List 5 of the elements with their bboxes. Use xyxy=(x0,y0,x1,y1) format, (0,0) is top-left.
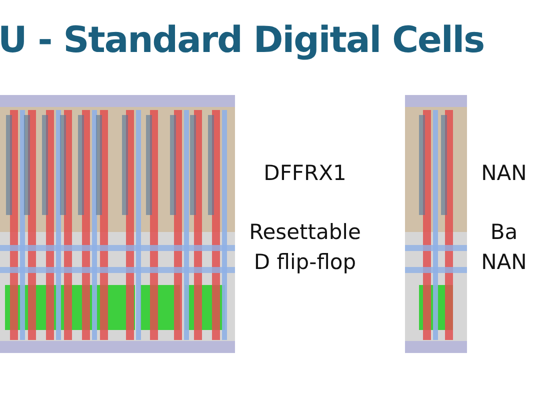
cell-name: NAN xyxy=(480,160,528,187)
cell-description: Ba NAN xyxy=(480,219,528,276)
cell-name: DFFRX1 xyxy=(262,160,348,187)
cell-description: Resettable D flip-flop xyxy=(248,219,362,276)
slide-title: U - Standard Digital Cells xyxy=(0,20,484,61)
